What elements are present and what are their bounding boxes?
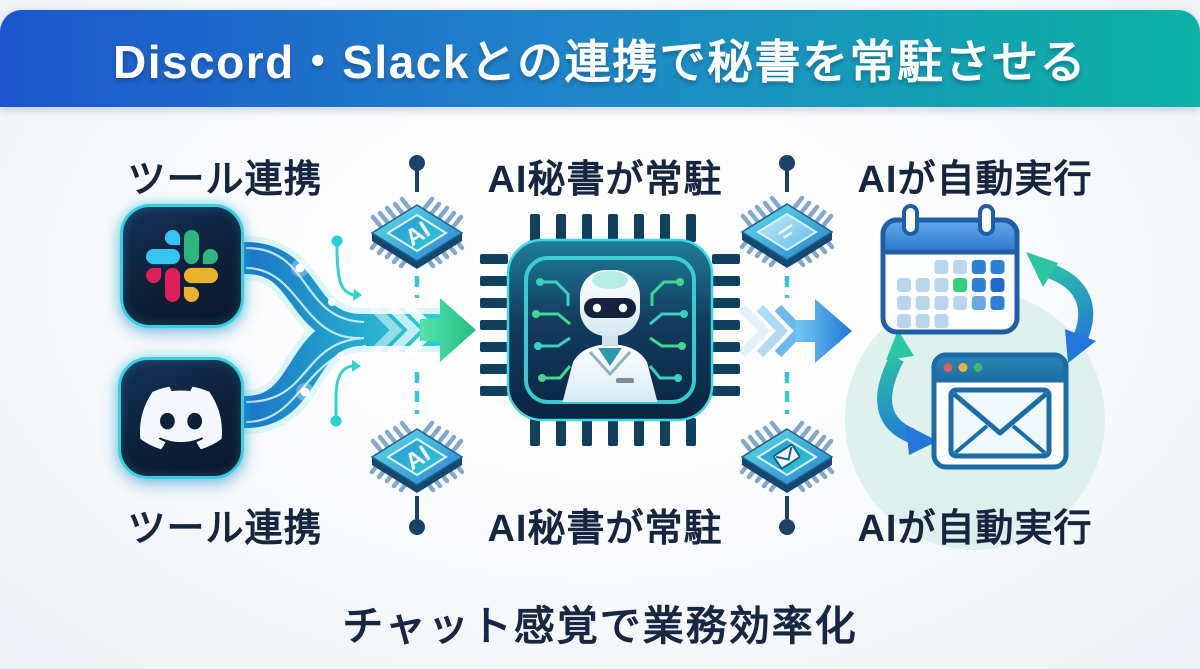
slack-app-icon <box>120 204 244 328</box>
discord-logo-icon <box>140 386 222 450</box>
connector-dot <box>779 155 795 171</box>
label-ai-secretary-bottom: AI秘書が常駐 <box>487 508 723 550</box>
label-tool-integration-bottom: ツール連携 <box>127 508 323 550</box>
browser-dot-green <box>973 363 983 372</box>
green-arrow-icon <box>368 298 476 362</box>
circuit-traces <box>532 278 688 382</box>
browser-dot-yellow <box>958 363 968 372</box>
data-chip-icon <box>742 198 832 268</box>
connector-dot <box>779 519 795 535</box>
envelope-icon <box>948 387 1052 459</box>
divider-right <box>742 155 832 535</box>
label-tool-integration-top: ツール連携 <box>127 159 323 201</box>
calendar-grid <box>897 260 1005 328</box>
label-ai-auto-exec-top: AIが自動実行 <box>857 159 1093 201</box>
robot-icon <box>562 270 658 402</box>
mail-browser-icon <box>931 352 1069 470</box>
label-ai-secretary-top: AI秘書が常駐 <box>487 159 723 201</box>
blue-arrow-icon <box>738 299 852 363</box>
ai-secretary-chip-icon <box>480 214 740 446</box>
ai-chip-icon: AI <box>372 199 462 269</box>
banner: Discord・Slackとの連携で秘書を常駐させる <box>0 10 1200 107</box>
ai-chip-icon: AI <box>372 423 462 493</box>
sync-arrows-icon <box>877 252 1096 455</box>
connector-dot <box>409 155 425 171</box>
browser-dot-red <box>943 363 953 372</box>
label-ai-auto-exec-bottom: AIが自動実行 <box>857 508 1093 550</box>
mail-chip-icon <box>742 423 832 493</box>
connector-dot <box>409 519 425 535</box>
chip-pins <box>480 214 740 446</box>
data-stream-icon <box>224 235 458 434</box>
calendar-icon <box>880 204 1020 335</box>
tagline: チャット感覚で業務効率化 <box>342 603 858 649</box>
divider-left: AI AI <box>372 155 462 535</box>
discord-app-icon <box>118 357 244 479</box>
slack-logo-icon <box>146 230 218 302</box>
banner-title: Discord・Slackとの連携で秘書を常駐させる <box>112 35 1087 88</box>
